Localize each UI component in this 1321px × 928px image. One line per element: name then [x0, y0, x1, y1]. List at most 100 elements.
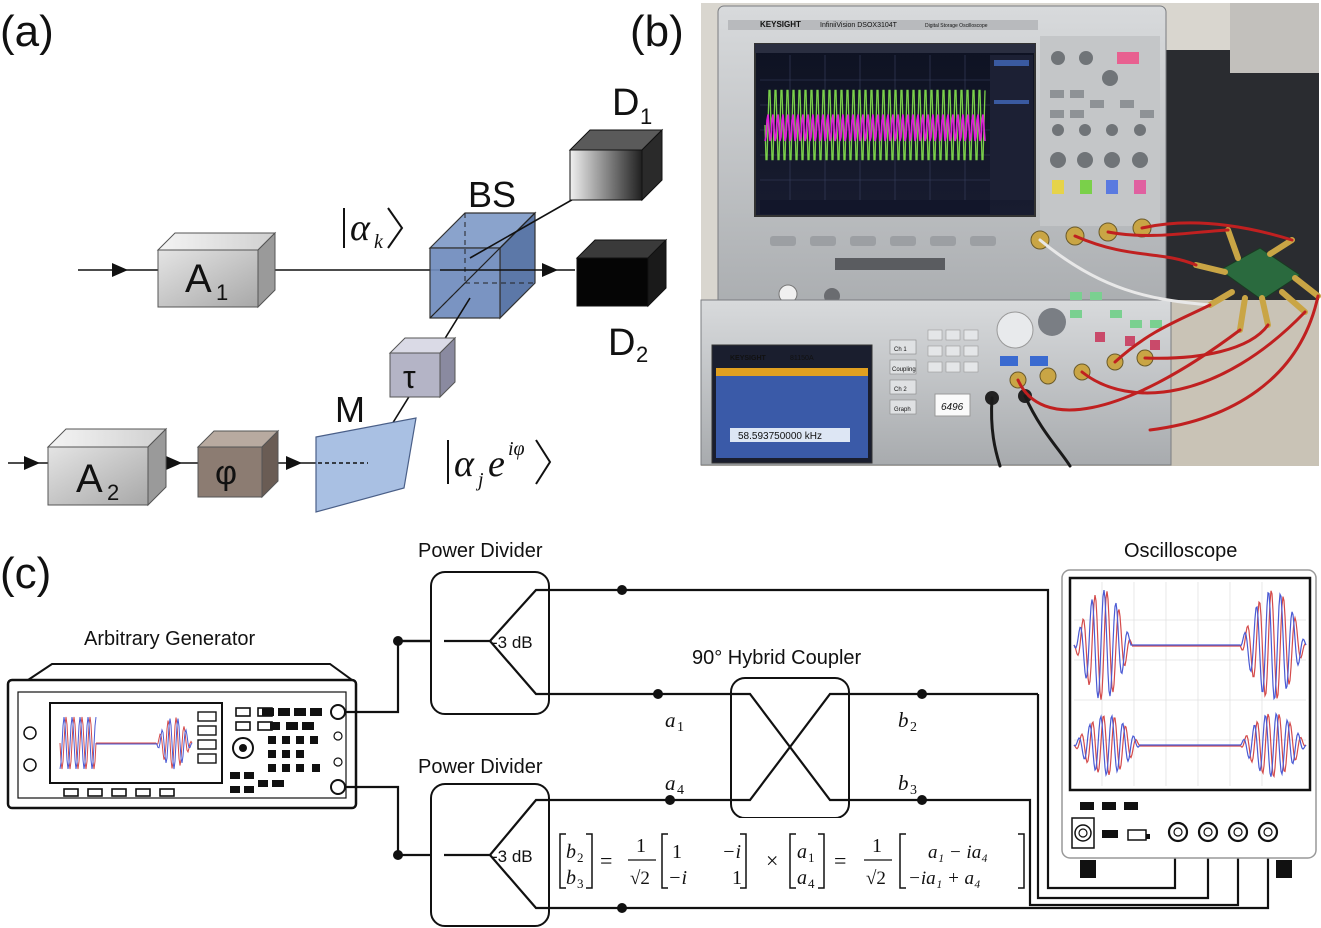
- hybrid-label: 90° Hybrid Coupler: [692, 647, 862, 669]
- hybrid-coupler: 90° Hybrid Coupler: [692, 647, 862, 819]
- gen-frequency: 58.593750000 kHz: [738, 431, 822, 442]
- port-a4-sub: 4: [677, 783, 684, 798]
- scope-trace-green: [764, 89, 986, 161]
- gen-output-2: [330, 779, 346, 795]
- port-a1: a: [665, 708, 676, 732]
- d1-label: D: [612, 82, 639, 124]
- eq-b2-sub: 2: [577, 850, 584, 865]
- gen-model: 81150A: [790, 355, 814, 362]
- mirror-label: M: [335, 389, 365, 430]
- gen-brand: KEYSIGHT: [730, 355, 767, 362]
- state-k-symbol: α: [350, 207, 371, 249]
- photo-cables: [990, 221, 1320, 468]
- state-j-exp: iφ: [508, 438, 525, 460]
- arbitrary-generator: Arbitrary Generator: [6, 628, 358, 810]
- box-a1-label: A: [185, 257, 212, 301]
- state-alpha-k: α k: [343, 207, 404, 253]
- gen-trace-blue: [59, 717, 193, 770]
- scope-brand: KEYSIGHT: [760, 20, 801, 29]
- box-a2-sub: 2: [107, 480, 119, 505]
- state-j-symbol: α: [454, 443, 475, 485]
- box-a2: A 2: [46, 427, 168, 507]
- eq-frac1-num: 1: [636, 835, 646, 857]
- box-a1: A 1: [156, 231, 277, 309]
- panel-label-c: (c): [0, 549, 51, 598]
- gen-btn-coupling: Coupling: [892, 367, 916, 373]
- eq-equals-1: =: [600, 848, 612, 873]
- panel-a-optical-setup: A 1 α k BS D: [8, 82, 668, 513]
- gen-btn-graph: Graph: [894, 407, 911, 413]
- power-divider-bottom: Power Divider -3 dB: [418, 756, 550, 927]
- eq-m22: 1: [732, 867, 742, 889]
- d1-sub: 1: [640, 104, 652, 129]
- osc-trace-top-blue: [1073, 590, 1307, 701]
- photo-oscilloscope: KEYSIGHT InfiniiVision DSOX3104T Digital…: [717, 5, 1167, 325]
- eq-equals-2: =: [834, 848, 846, 873]
- port-b2-sub: 2: [910, 720, 917, 735]
- port-b3: b: [898, 771, 909, 795]
- gen-keypad: [230, 708, 322, 793]
- arrow-to-d2: [542, 263, 558, 277]
- port-a4: a: [665, 771, 676, 795]
- coupler-equation: b 2 b 3 = 1 √2 1 −i −i 1 × a 1 a 4 =: [552, 818, 1028, 898]
- detector-d2: D 2: [575, 238, 668, 367]
- scope-knobs: [1050, 51, 1148, 168]
- pd-top-label: Power Divider: [418, 540, 543, 562]
- panel-label-b: (b): [630, 7, 684, 56]
- eq-b3: b: [566, 867, 576, 889]
- photo-generator: KEYSIGHT 81150A 58.593750000 kHz Ch 1 Co…: [700, 292, 1172, 466]
- port-a1-sub: 1: [677, 720, 684, 735]
- eq-m21: −i: [668, 867, 687, 889]
- oscilloscope: Oscilloscope: [1061, 540, 1317, 878]
- arrow-in-bottom: [24, 456, 40, 470]
- state-j-e: e: [488, 443, 505, 485]
- panel-label-a: (a): [0, 7, 54, 56]
- eq-result-2: −ia₁ + a₄: [908, 868, 981, 889]
- gen-trace-red: [59, 716, 193, 770]
- gen-btn-ch2: Ch 2: [894, 387, 907, 393]
- eq-b2: b: [566, 841, 576, 863]
- state-k-sub: k: [374, 231, 384, 253]
- eq-a1-sub: 1: [808, 850, 815, 865]
- eq-frac2-num: 1: [872, 835, 882, 857]
- panel-c-schematic: Arbitrary Generator: [6, 540, 1317, 927]
- mirror-m: M: [315, 389, 417, 513]
- eq-a1: a: [797, 841, 807, 863]
- eq-result-1: a₁ − ia₄: [928, 842, 988, 863]
- pd-top-atten: -3 dB: [492, 633, 533, 652]
- panel-b-photo: KEYSIGHT InfiniiVision DSOX3104T Digital…: [700, 3, 1321, 468]
- d2-label: D: [608, 322, 635, 364]
- arrow-a2-to-phase: [166, 456, 182, 470]
- port-b2: b: [898, 708, 909, 732]
- oscilloscope-label: Oscilloscope: [1124, 540, 1237, 562]
- box-a1-sub: 1: [216, 280, 228, 305]
- scope-sub: Digital Storage Oscilloscope: [925, 23, 988, 29]
- gen-tag: 6496: [941, 402, 964, 413]
- state-j-sub: j: [475, 469, 484, 491]
- eq-m11: 1: [672, 841, 682, 863]
- gen-btn-ch1: Ch 1: [894, 347, 907, 353]
- gen-output-1: [330, 704, 346, 720]
- delay-box-tau: τ: [388, 336, 457, 399]
- eq-a4-sub: 4: [808, 876, 815, 891]
- d2-sub: 2: [636, 342, 648, 367]
- arrow-phase-to-mirror: [286, 456, 302, 470]
- scope-trace-magenta: [764, 114, 986, 142]
- pd-bottom-atten: -3 dB: [492, 847, 533, 866]
- scope-model: InfiniiVision DSOX3104T: [820, 22, 898, 29]
- photo-hybrid-coupler: [1193, 227, 1321, 333]
- port-b3-sub: 3: [910, 783, 917, 798]
- eq-m12: −i: [722, 841, 741, 863]
- tau-label: τ: [403, 359, 416, 395]
- wire-junctions: [393, 585, 927, 913]
- arb-gen-label: Arbitrary Generator: [84, 628, 256, 650]
- detector-d1: D 1: [568, 82, 664, 202]
- eq-a4: a: [797, 867, 807, 889]
- osc-trace-top-red: [1073, 590, 1307, 700]
- bs-label: BS: [468, 174, 516, 215]
- state-alpha-j: α j e iφ: [447, 438, 552, 491]
- phase-box: φ: [196, 429, 280, 499]
- power-divider-top: Power Divider -3 dB: [418, 540, 550, 715]
- eq-frac1-den: √2: [630, 868, 650, 889]
